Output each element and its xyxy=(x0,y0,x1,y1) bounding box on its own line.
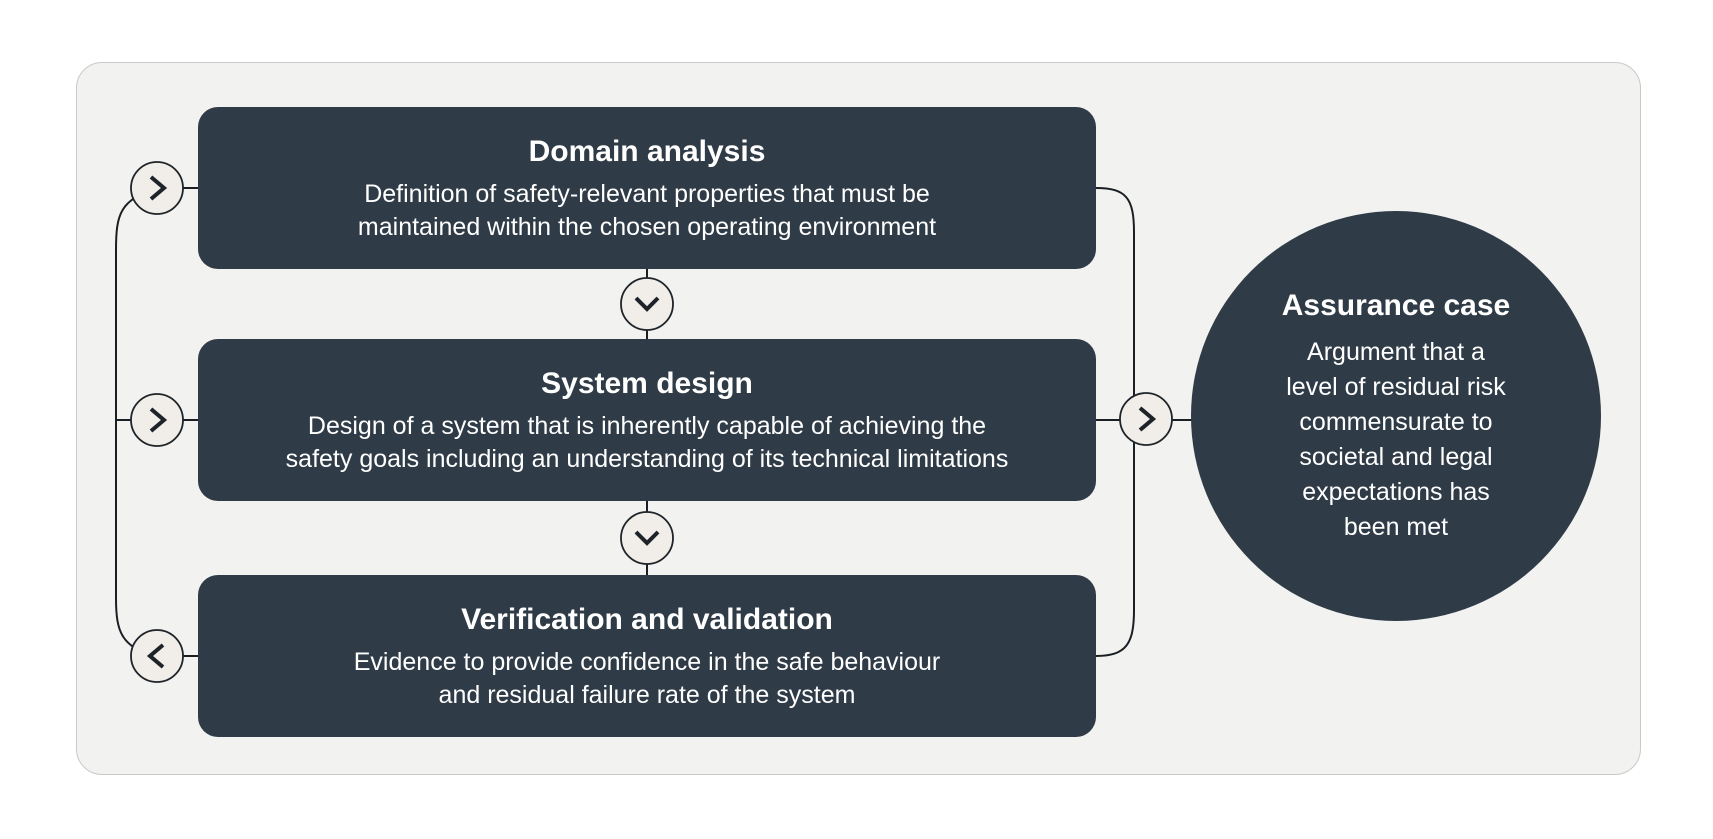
stage-title: System design xyxy=(541,366,753,400)
stage-title: Verification and validation xyxy=(461,602,833,636)
stage-description: Design of a system that is inherently ca… xyxy=(285,411,1009,473)
stage-title: Domain analysis xyxy=(528,134,766,168)
assurance-case-title: Assurance case xyxy=(1281,289,1511,322)
stage-description: Evidence to provide confidence in the sa… xyxy=(353,647,941,709)
assurance-case-description: Argument that a level of residual risk c… xyxy=(1286,338,1506,541)
stage-description: Definition of safety-relevant properties… xyxy=(357,179,937,241)
stage-box-domain-analysis: Domain analysis Definition of safety-rel… xyxy=(198,107,1096,269)
stage-box-system-design: System design Design of a system that is… xyxy=(198,339,1096,501)
assurance-case-circle: Assurance case Argument that a level of … xyxy=(1191,211,1601,621)
stage-box-verification-and-validation: Verification and validation Evidence to … xyxy=(198,575,1096,737)
